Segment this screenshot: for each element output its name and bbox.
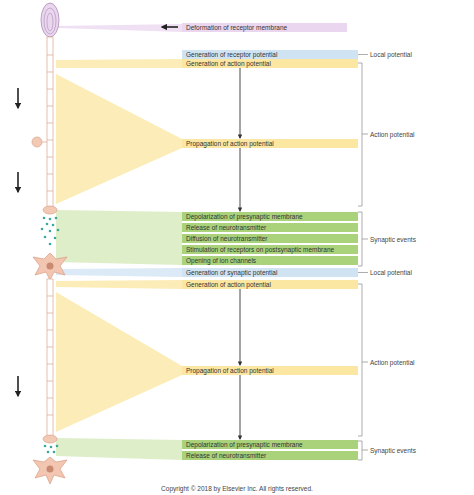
process-band: Propagation of action potential [182, 366, 358, 375]
flow-arrow [240, 289, 241, 365]
copyright-note: Copyright © 2018 by Elsevier Inc. All ri… [0, 484, 474, 493]
bracket-label: Local potential [370, 268, 412, 277]
bracket-label: Action potential [370, 130, 414, 139]
cell-body [33, 457, 67, 484]
flow-arrow [240, 148, 241, 211]
brackets [358, 55, 368, 461]
bracket-label: Action potential [370, 358, 414, 367]
cell-body [33, 253, 67, 280]
bracket-label: Local potential [370, 50, 412, 59]
bracket-label: Synaptic events [370, 446, 416, 455]
band-text: Release of neurotransmitter [186, 451, 354, 460]
flow-arrow [240, 375, 241, 439]
band-text: Deformation of receptor membrane [186, 23, 343, 32]
process-band: Generation of action potential [182, 59, 358, 68]
bracket-label: Synaptic events [370, 235, 416, 244]
band-text: Depolarization of presynaptic membrane [186, 440, 354, 449]
process-band: Generation of action potential [182, 280, 358, 289]
vesicles [44, 445, 59, 454]
band-text: Stimulation of receptors on postsynaptic… [186, 245, 354, 254]
band-text: Diffusion of neurotransmitter [186, 234, 354, 243]
band-text: Opening of ion channels [186, 256, 354, 265]
process-band: Generation of synaptic potential [182, 268, 358, 277]
band-fans [56, 24, 182, 460]
process-band: Depolarization of presynaptic membrane [182, 440, 358, 449]
process-band: Generation of receptor potential [182, 50, 358, 59]
axon [32, 37, 57, 214]
band-text: Generation of action potential [186, 280, 354, 289]
process-band: Propagation of action potential [182, 139, 358, 148]
process-band: Diffusion of neurotransmitter [182, 234, 358, 243]
band-text: Depolarization of presynaptic membrane [186, 212, 354, 221]
process-band: Stimulation of receptors on postsynaptic… [182, 245, 358, 254]
axon [43, 279, 57, 443]
process-band: Opening of ion channels [182, 256, 358, 265]
band-text: Propagation of action potential [186, 366, 354, 375]
band-text: Generation of action potential [186, 59, 354, 68]
process-band: Deformation of receptor membrane [182, 23, 347, 32]
band-text: Generation of receptor potential [186, 50, 354, 59]
process-band: Depolarization of presynaptic membrane [182, 212, 358, 221]
direction-arrows [18, 27, 178, 396]
process-band: Release of neurotransmitter [182, 451, 358, 460]
band-text: Generation of synaptic potential [186, 268, 354, 277]
band-text: Propagation of action potential [186, 139, 354, 148]
process-band: Release of neurotransmitter [182, 223, 358, 232]
receptor [41, 3, 59, 37]
band-text: Release of neurotransmitter [186, 223, 354, 232]
vesicles [41, 217, 60, 246]
flow-arrow [240, 68, 241, 138]
